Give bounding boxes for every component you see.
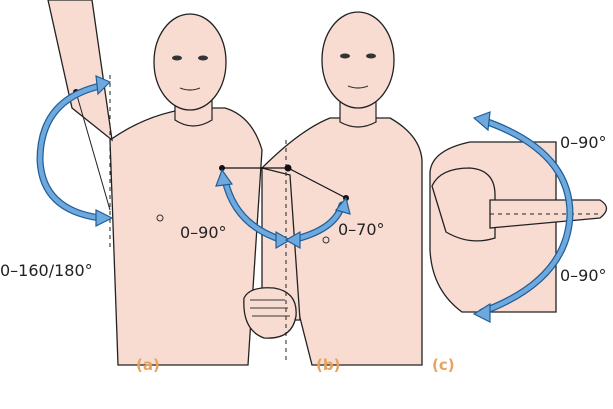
- panel-a-head: [154, 14, 226, 110]
- panel-a-right-eye: [198, 56, 208, 61]
- panel-b-range-label-external: 0–70°: [338, 222, 385, 238]
- panel-c-range-label-bottom: 0–90°: [560, 268, 607, 284]
- panel-b-left-eye: [340, 54, 350, 59]
- panel-a-range-label: 0–160/180°: [0, 263, 93, 279]
- panel-b-right-eye: [366, 54, 376, 59]
- panel-b-range-label-internal: 0–90°: [180, 225, 227, 241]
- panel-b-label: (b): [316, 358, 340, 373]
- panel-a-left-eye: [172, 56, 182, 61]
- panel-b-head: [322, 12, 394, 108]
- panel-b-fist: [244, 288, 296, 338]
- panel-a-raised-arm: [48, 0, 112, 140]
- panel-b-dot-center: [285, 165, 292, 172]
- panel-a-label: (a): [136, 358, 160, 373]
- panel-c-range-label-top: 0–90°: [560, 135, 607, 151]
- panel-c-arrowhead-top: [474, 112, 490, 130]
- panel-c-label: (c): [432, 358, 455, 373]
